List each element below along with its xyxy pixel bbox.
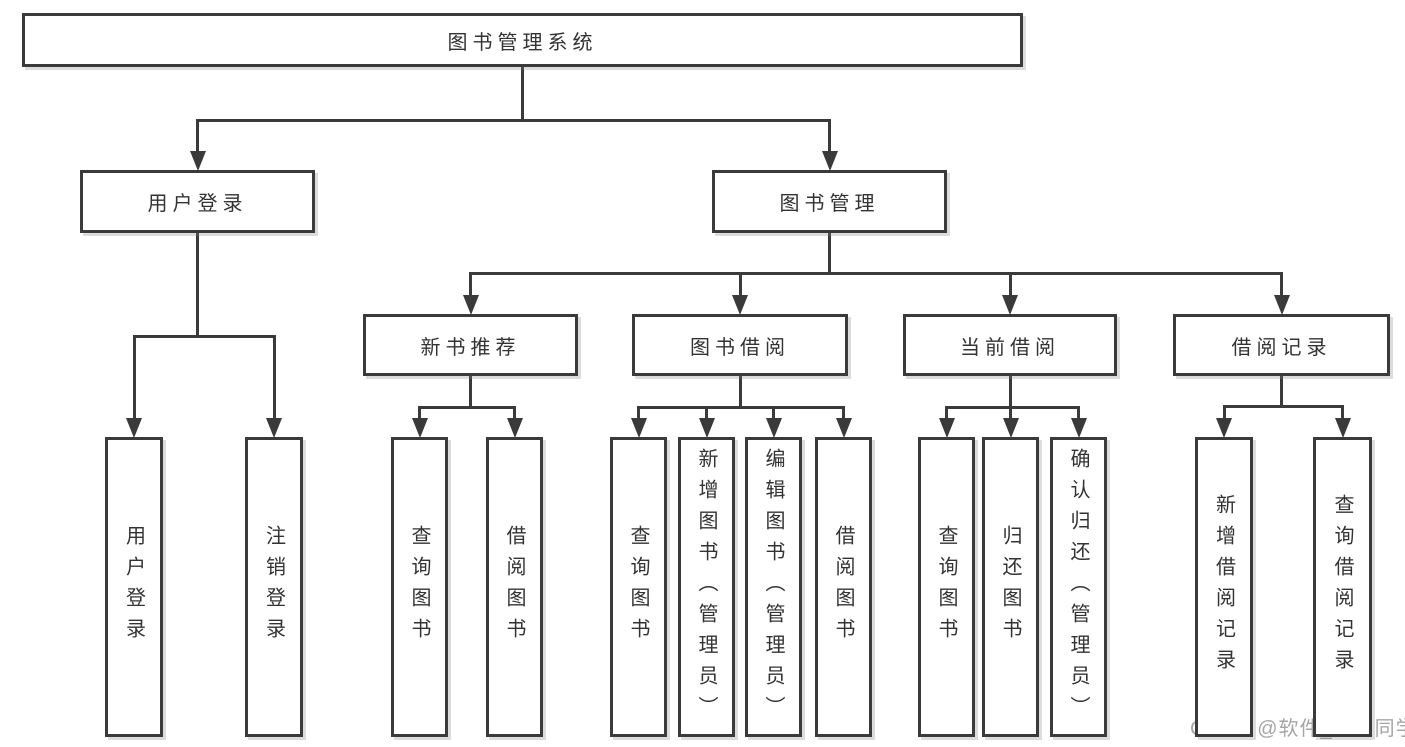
arrowhead-cb-query-book [938,418,955,438]
connector-stem-current-borrow [1008,374,1012,409]
connector-drop-rec-query-book [418,405,421,421]
connector-stem-borrow-records [1280,374,1283,408]
node-login-leaf: 用户登录 [105,437,163,737]
connector-drop-new-book-rec [469,271,472,298]
node-br-query-record: 查询借阅记录 [1313,437,1372,737]
connector-drop-cb-query-book [945,405,948,421]
connector-drop-bb-add-book [705,405,708,421]
connector-branch-book-borrow [637,405,845,409]
node-book-mgmt: 图书管理 [712,170,947,233]
arrowhead-bb-edit-book [765,418,782,438]
connector-stem-user-login [196,231,199,338]
arrowhead-current-borrow [1002,295,1018,315]
arrowhead-bb-add-book [698,418,715,438]
node-bb-borrow-book: 借阅图书 [815,437,872,737]
connector-stem-book-mgmt [828,231,831,275]
connector-branch-new-book-rec [418,405,516,409]
node-current-borrow: 当前借阅 [903,314,1117,376]
node-cb-query-book: 查询图书 [918,437,975,737]
arrowhead-bb-query-book [630,418,647,438]
connector-drop-login-leaf [132,334,136,421]
connector-drop-rec-borrow-book [513,405,516,421]
connector-branch-root [196,118,831,122]
arrowhead-new-book-rec [462,295,479,315]
node-root: 图书管理系统 [22,13,1023,67]
connector-drop-br-add-record [1222,404,1226,421]
node-cb-return-book: 归还图书 [982,437,1039,737]
arrowhead-rec-borrow-book [506,418,523,438]
connector-drop-bb-query-book [637,405,640,421]
node-bb-query-book: 查询图书 [610,437,667,737]
connector-drop-bb-edit-book [772,405,775,421]
node-cb-confirm: 确认归还（管理员） [1050,437,1107,737]
node-logout-leaf: 注销登录 [245,437,303,737]
connector-branch-user-login [132,334,276,338]
connector-drop-book-borrow [738,271,742,298]
connector-drop-book-mgmt [828,118,831,154]
node-borrow-records: 借阅记录 [1173,314,1390,376]
connector-drop-current-borrow [1008,271,1012,298]
arrowhead-borrow-records [1273,295,1290,315]
connector-drop-br-query-record [1341,404,1344,421]
arrowhead-book-mgmt [821,151,838,171]
arrowhead-book-borrow [732,295,748,315]
connector-stem-book-borrow [738,374,742,409]
connector-drop-cb-confirm [1077,405,1080,421]
arrowhead-bb-borrow-book [835,418,852,438]
node-new-book-rec: 新书推荐 [363,314,578,376]
arrowhead-user-login [189,151,206,171]
arrowhead-br-query-record [1334,418,1351,438]
connector-drop-logout-leaf [272,334,276,421]
connector-branch-current-borrow [945,405,1080,409]
arrowhead-logout-leaf [266,418,282,438]
node-user-login: 用户登录 [80,170,315,233]
node-bb-edit-book: 编辑图书（管理员） [745,437,802,737]
connector-branch-book-mgmt [469,271,1283,275]
connector-drop-borrow-records [1280,271,1283,298]
node-rec-borrow-book: 借阅图书 [486,437,543,737]
arrowhead-login-leaf [126,418,142,438]
connector-drop-bb-borrow-book [842,405,845,421]
arrowhead-br-add-record [1216,418,1232,438]
node-rec-query-book: 查询图书 [391,437,448,737]
arrowhead-cb-return-book [1002,418,1019,438]
connector-stem-root [521,65,524,122]
connector-branch-borrow-records [1222,404,1344,408]
connector-drop-cb-return-book [1009,405,1012,421]
connector-stem-new-book-rec [469,374,472,409]
connector-drop-user-login [196,118,199,154]
node-book-borrow: 图书借阅 [632,314,848,376]
arrowhead-rec-query-book [411,418,428,438]
node-br-add-record: 新增借阅记录 [1195,437,1253,737]
node-bb-add-book: 新增图书（管理员） [678,437,735,737]
arrowhead-cb-confirm [1070,418,1087,438]
